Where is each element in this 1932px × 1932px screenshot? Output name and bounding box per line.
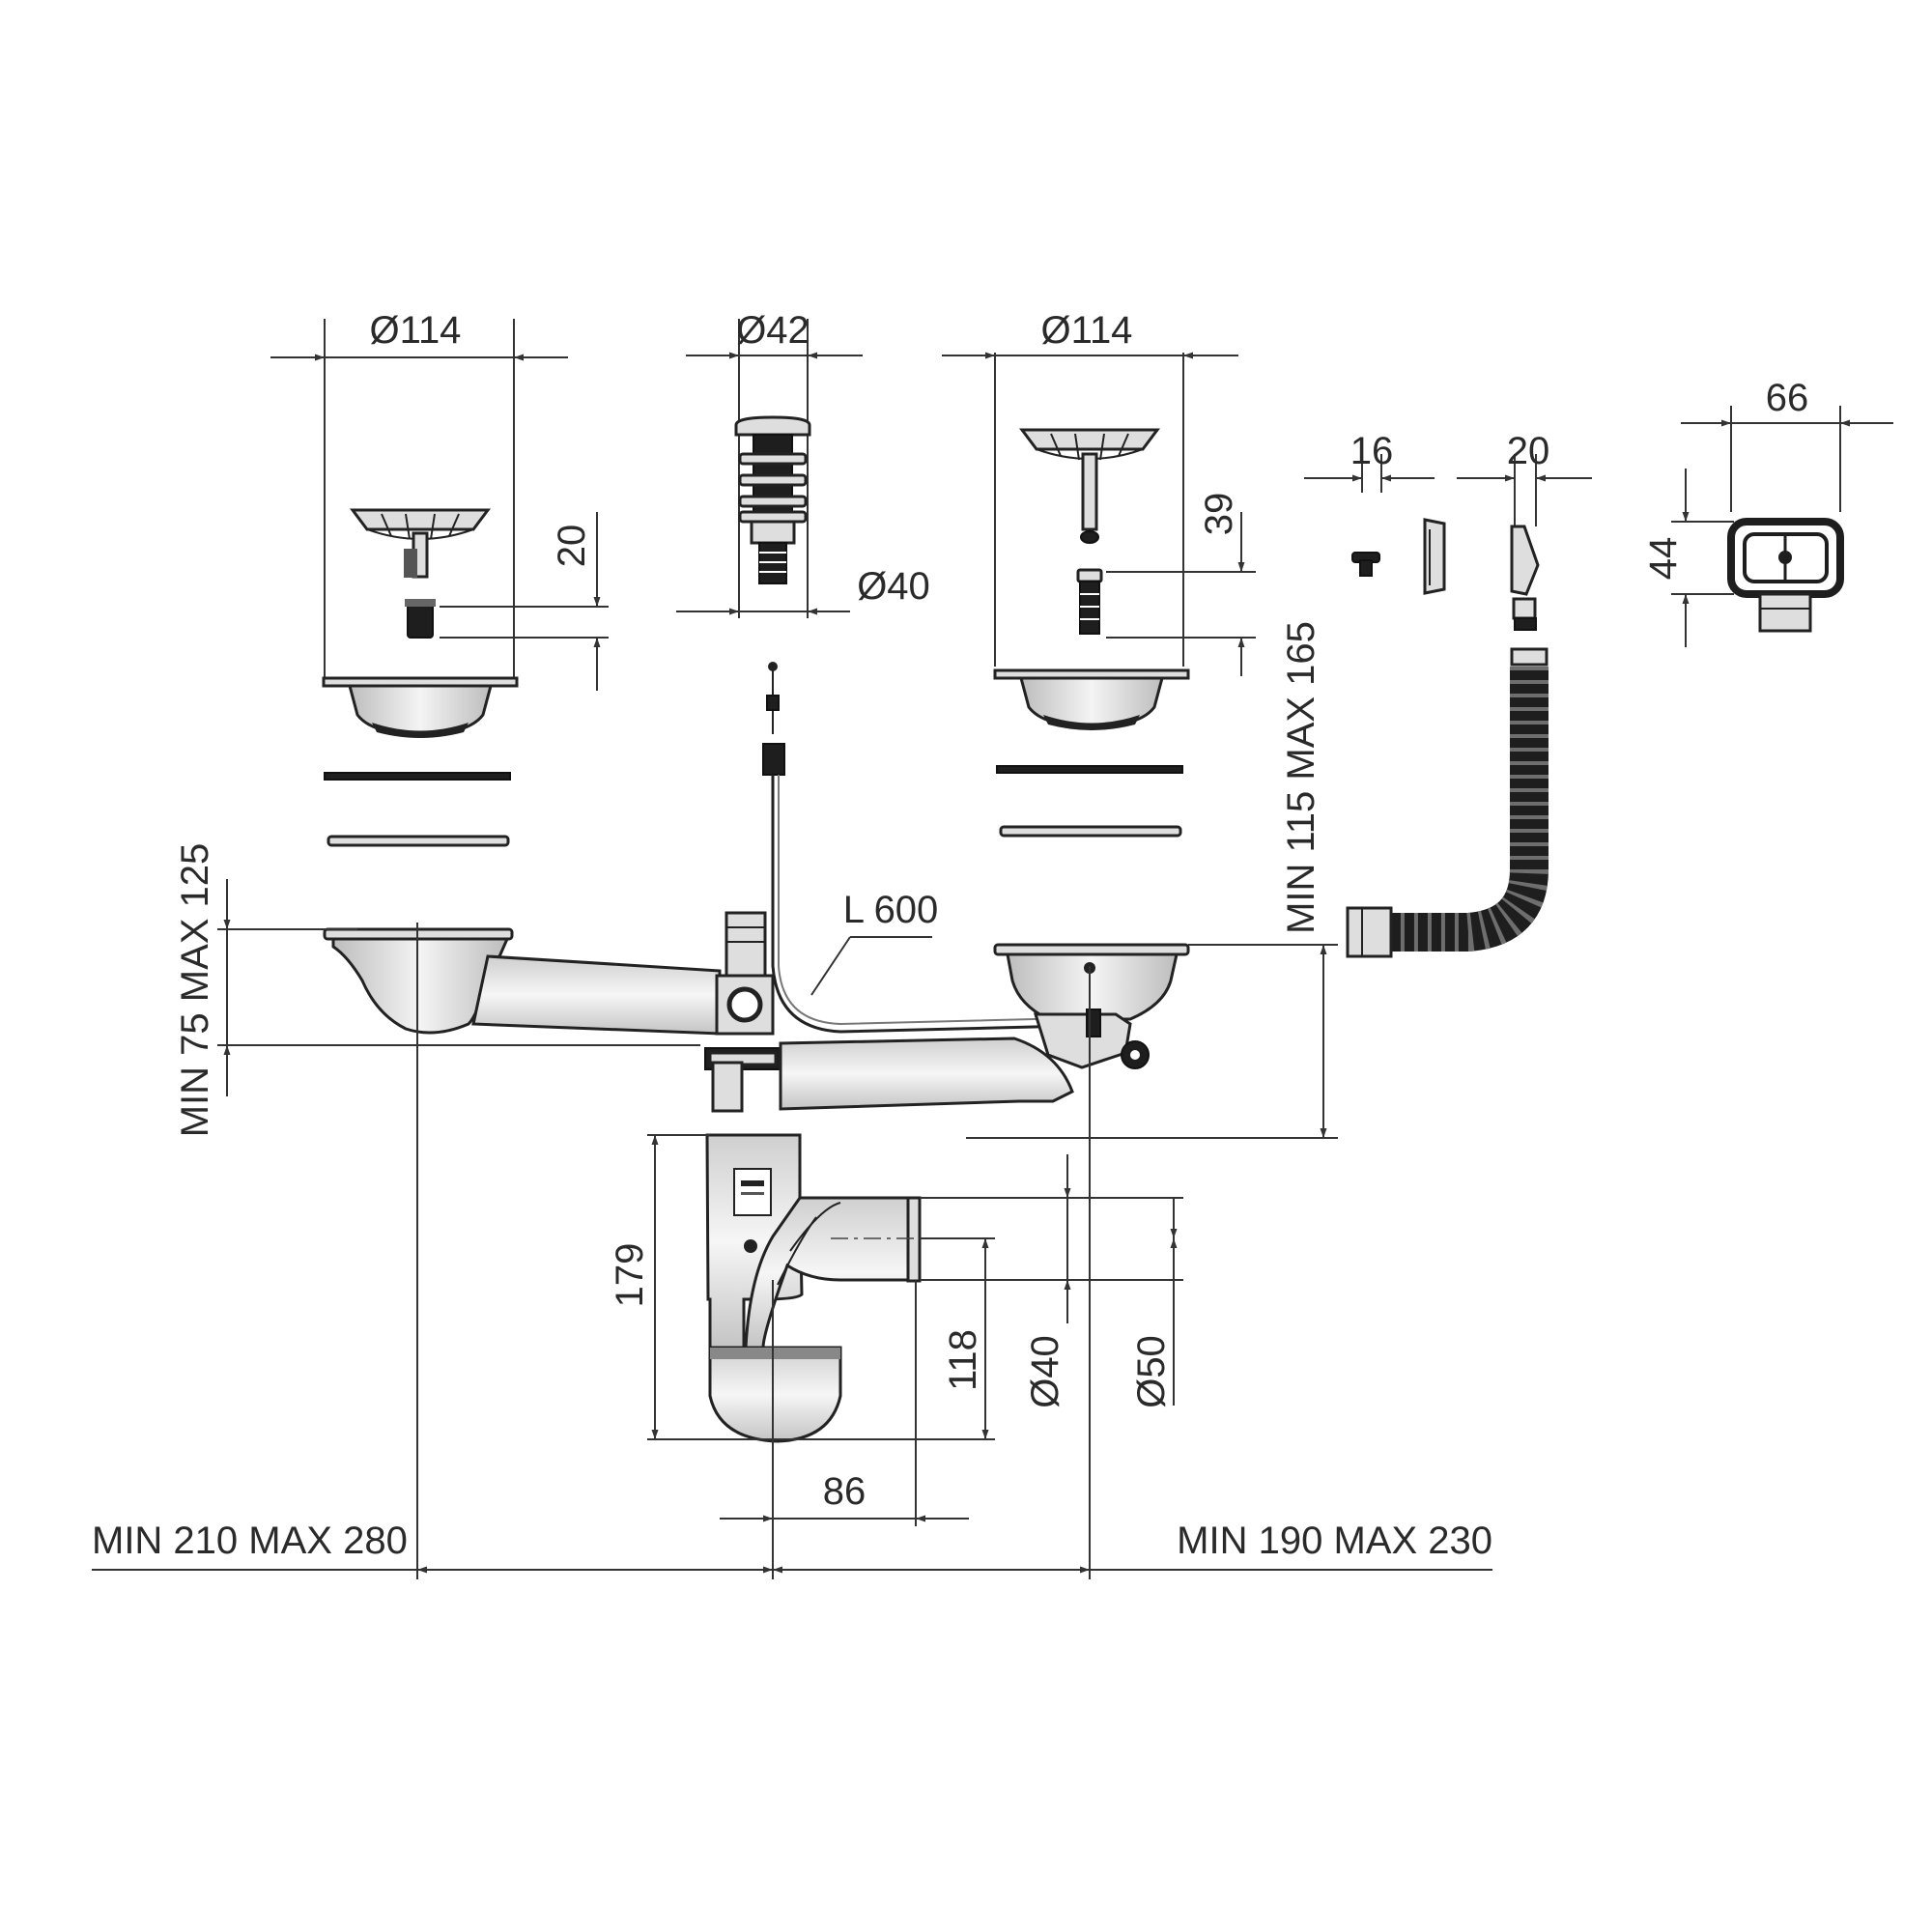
right-strainer-flange	[993, 668, 1190, 730]
dim-overflow-head-height: 44	[1642, 537, 1685, 581]
main-vertical-tube	[711, 1061, 744, 1113]
right-gasket-2	[999, 825, 1182, 838]
dim-trap-height: 179	[609, 1134, 995, 1440]
dim-left-height-20: 20	[551, 525, 593, 568]
dim-cable-length: L 600	[843, 889, 939, 931]
dim-right-diameter: Ø114	[1041, 309, 1133, 352]
dim-overflow-cap-width: 20	[1507, 430, 1550, 472]
outlet-ring	[906, 1196, 922, 1283]
dim-button-thread-diameter: Ø40	[857, 565, 930, 608]
left-strainer-group: Ø114 20	[270, 309, 609, 1035]
overflow-inlet	[724, 911, 767, 982]
dim-outlet-d40-label: Ø40	[1024, 1335, 1066, 1408]
dim-right-depth: MIN 115 MAX 165	[966, 621, 1338, 1139]
left-gasket-2	[327, 835, 510, 847]
dim-overflow-head-width: 66	[1766, 377, 1809, 419]
left-strainer-basket	[350, 508, 491, 579]
dim-right-height-39: 39	[1198, 493, 1240, 536]
overflow-head-group: 66 44	[1642, 377, 1893, 647]
right-gasket-1	[996, 765, 1183, 774]
dim-outlet-d40: Ø40	[1024, 1154, 1071, 1408]
overflow-connector	[1510, 525, 1540, 631]
dim-right-spacing-label: MIN 190 MAX 230	[1177, 1520, 1492, 1562]
popup-button	[734, 415, 811, 584]
dim-right-depth-label: MIN 115 MAX 165	[1280, 621, 1322, 934]
dim-left-depth-label: MIN 75 MAX 125	[174, 843, 216, 1138]
dim-left-depth: MIN 75 MAX 125	[174, 843, 700, 1138]
left-strainer-flange	[322, 676, 519, 738]
dim-bottom-spacing: MIN 210 MAX 280 MIN 190 MAX 230	[92, 1520, 1492, 1574]
left-branch-pipe	[471, 954, 722, 1036]
left-gasket-1	[324, 772, 511, 781]
outlet-elbow	[744, 1196, 915, 1350]
main-waste-assembly: L 600	[471, 662, 1150, 1443]
dim-outlet-height: 118	[942, 1238, 989, 1439]
dim-outlet-d50: Ø50	[1130, 1198, 1178, 1408]
dim-button-diameter: Ø42	[736, 309, 810, 352]
dim-outlet-offset: 86	[720, 1470, 969, 1522]
popup-cable	[762, 662, 1073, 1034]
dim-left-spacing-label: MIN 210 MAX 280	[92, 1520, 408, 1562]
small-parts-group: 16 20	[1304, 430, 1592, 631]
dim-outlet-offset-label: 86	[823, 1470, 867, 1513]
overflow-hose	[1346, 647, 1548, 958]
trap-bottom-bowl	[708, 1346, 842, 1443]
right-strainer-bolt	[1076, 568, 1103, 635]
dim-trap-height-label: 179	[609, 1243, 651, 1308]
right-strainer-group: Ø114 39	[942, 309, 1256, 1021]
dim-outlet-height-label: 118	[942, 1329, 984, 1391]
right-branch-pipe	[779, 1037, 1074, 1111]
screw	[1351, 552, 1380, 577]
dim-left-diameter: Ø114	[370, 309, 462, 352]
dim-outlet-d50-label: Ø50	[1130, 1335, 1173, 1408]
right-lower-bowl	[993, 943, 1190, 1021]
dim-screw-width: 16	[1350, 430, 1394, 472]
overflow-head	[1727, 518, 1844, 633]
right-strainer-basket	[1019, 428, 1160, 544]
clip-part	[1423, 518, 1446, 595]
popup-button-group: Ø42 Ø40	[676, 309, 930, 618]
